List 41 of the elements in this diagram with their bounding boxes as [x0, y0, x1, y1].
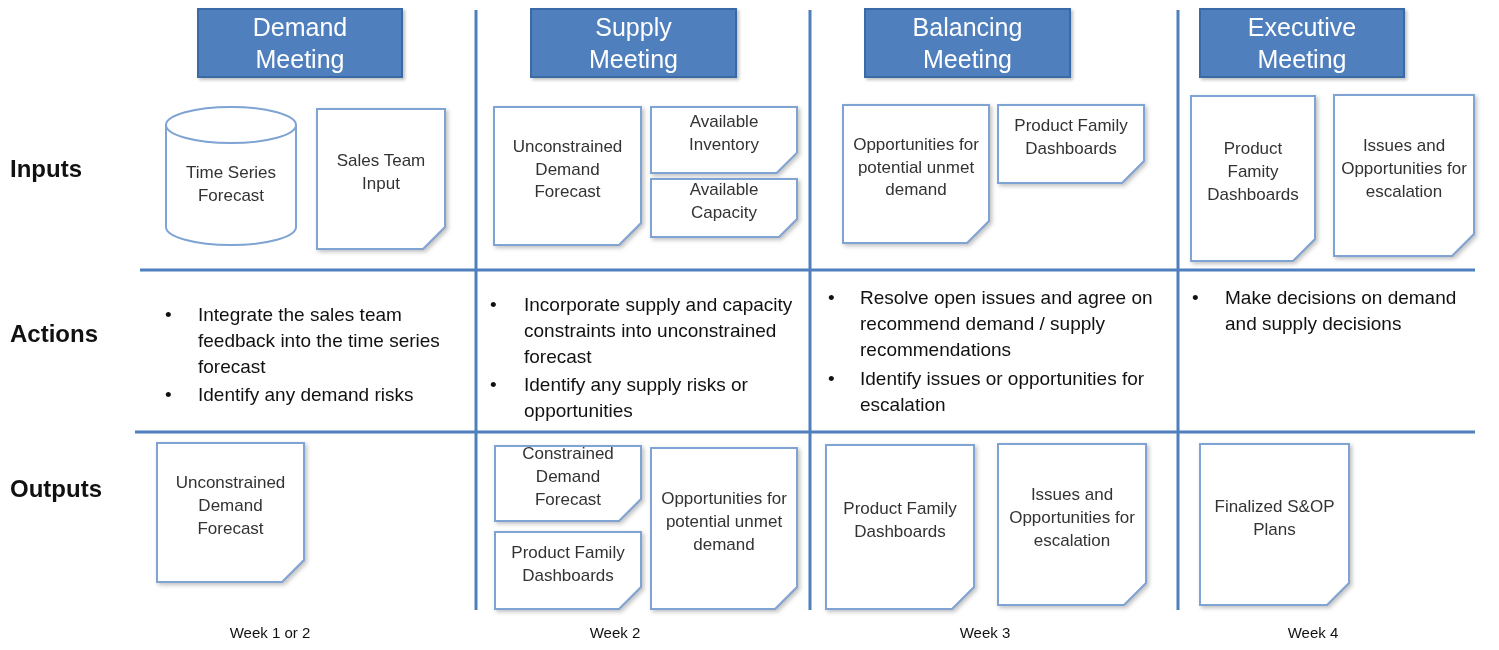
document-box: Sales Team Input	[316, 108, 446, 250]
bullet-point: Identify any supply risks or opportunities	[524, 373, 749, 423]
week-label: Week 1 or 2	[228, 624, 312, 641]
week-label: Week 4	[1286, 624, 1340, 641]
week-label: Week 2	[588, 624, 642, 641]
meeting-header-box: Balancing Meeting	[864, 8, 1071, 78]
bullet-mark: •	[1192, 286, 1200, 310]
document-box: Available Capacity	[650, 178, 798, 238]
row-heading: Inputs	[10, 155, 83, 183]
document-box: Product Family Dashboards	[997, 104, 1145, 184]
document-box: Opportunities for potential unmet demand	[650, 447, 798, 610]
bullet-mark: •	[490, 373, 498, 397]
document-box: Product Family Dashboards	[825, 444, 975, 610]
document-box: Issues and Opportunities for escalation	[997, 443, 1147, 606]
row-heading: Outputs	[10, 475, 103, 503]
document-box: Product Famity Dashboards	[1190, 95, 1316, 262]
bullet-mark: •	[828, 367, 836, 391]
bullet-point: Identify issues or opportunities for escalation	[860, 367, 1146, 417]
document-box: Unconstrained Demand Forecast	[493, 106, 642, 246]
bullet-point: Integrate the sales team feedback into the time series forecast	[198, 303, 441, 380]
meeting-header-box: Demand Meeting	[197, 8, 403, 78]
document-box: Available Inventory	[650, 106, 798, 174]
bullet-mark: •	[490, 293, 498, 317]
meeting-header-box: Executive Meeting	[1199, 8, 1405, 78]
document-box: Finalized S&OP Plans	[1199, 443, 1350, 606]
bullet-mark: •	[165, 383, 173, 407]
bullet-point: Incorporate supply and capacity constraints into unconstrained forecast	[524, 293, 794, 370]
row-heading: Actions	[10, 320, 99, 348]
bullet-point: Make decisions on demand and supply decisions	[1225, 286, 1458, 336]
database-cylinder: Time Series Forecast	[165, 107, 297, 245]
week-label: Week 3	[958, 624, 1012, 641]
bullet-mark: •	[165, 303, 173, 327]
bullet-point: Resolve open issues and agree on recommend demand / supply recommendations	[860, 286, 1154, 363]
document-box: Unconstrained Demand Forecast	[156, 442, 305, 583]
document-box: Product Family Dashboards	[494, 531, 642, 610]
meeting-header-box: Supply Meeting	[530, 8, 737, 78]
bullet-point: Identify any demand risks	[198, 383, 415, 407]
document-box: Constrained Demand Forecast	[494, 445, 642, 522]
bullet-mark: •	[828, 286, 836, 310]
document-box: Issues and Opportunities for escalation	[1333, 94, 1475, 257]
document-box: Opportunities for potential unmet demand	[842, 104, 990, 244]
